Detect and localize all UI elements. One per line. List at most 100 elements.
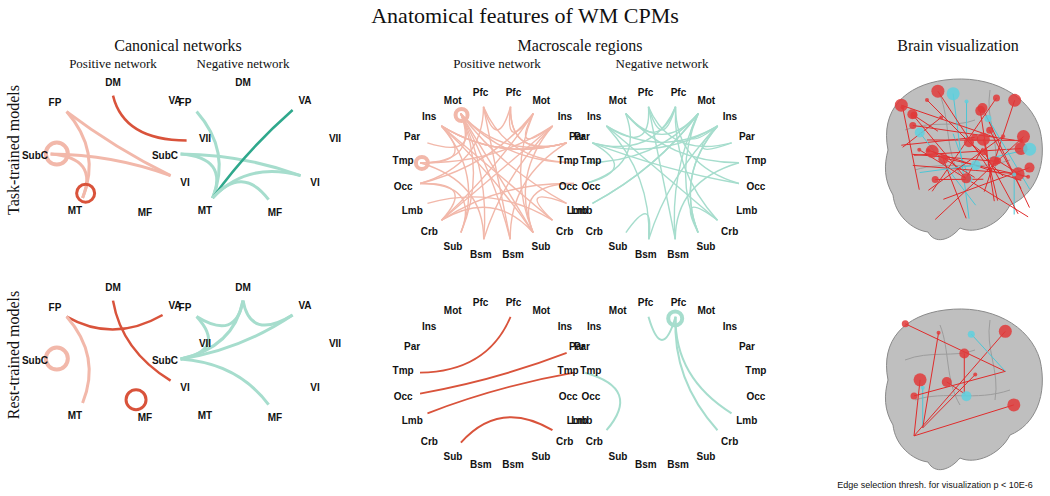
panel-heading: Negative network <box>197 56 290 72</box>
brain-node <box>1017 130 1030 143</box>
brain-node <box>984 115 991 122</box>
region-label: Ins <box>422 320 436 331</box>
chord-arc <box>181 359 269 405</box>
brain-edge <box>914 371 1005 396</box>
column-heading: Macroscale regions <box>518 37 643 55</box>
brain-node <box>931 85 944 98</box>
network-label: MT <box>68 205 82 216</box>
network-label: VI <box>310 177 319 188</box>
chord-arc <box>626 114 739 163</box>
region-label: Sub <box>532 240 551 251</box>
region-label: Bsm <box>470 248 492 259</box>
brain-node <box>961 173 971 183</box>
region-label: Ins <box>723 110 737 121</box>
self-loop <box>77 184 95 202</box>
network-label: SubC <box>152 150 178 161</box>
network-label: VII <box>329 338 341 349</box>
brain-node <box>907 109 917 119</box>
brain-node <box>917 148 921 152</box>
chord-arc <box>592 114 698 204</box>
brain-node <box>909 122 916 129</box>
region-label: Lmb <box>567 204 588 215</box>
brain-edge <box>932 98 996 191</box>
chord-arc <box>51 154 87 198</box>
region-label: Bsm <box>667 458 689 469</box>
region-label: Ins <box>723 320 737 331</box>
chord-arc <box>67 112 171 176</box>
region-label: Crb <box>721 225 738 236</box>
brain-node <box>993 94 1000 101</box>
brain-edge <box>914 331 1005 436</box>
brain-node <box>910 112 917 119</box>
chord-arc <box>213 171 301 198</box>
region-label: Bsm <box>635 458 657 469</box>
region-label: Ins <box>558 320 572 331</box>
chord-arc <box>675 317 717 430</box>
region-label: Ins <box>422 110 436 121</box>
region-label: Mot <box>532 95 550 106</box>
network-label: VII <box>199 338 211 349</box>
column-heading: Brain visualization <box>897 37 1018 55</box>
chord-arc <box>676 317 732 414</box>
chord-arc <box>606 126 649 239</box>
brain-edge <box>920 133 976 206</box>
brain-edge <box>903 117 942 147</box>
region-label: Bsm <box>502 458 524 469</box>
brain-node <box>932 176 939 183</box>
region-label: Mot <box>609 95 627 106</box>
chord-arc <box>675 107 717 220</box>
self-loop <box>668 311 682 325</box>
network-label: DM <box>105 282 121 293</box>
chord-arc <box>483 107 510 239</box>
network-label: FP <box>179 97 192 108</box>
network-label: VI <box>310 382 319 393</box>
brain-node <box>937 331 941 335</box>
chord-arc <box>420 163 484 240</box>
network-label: DM <box>105 77 121 88</box>
chord-arc <box>690 126 717 233</box>
brain-node <box>999 325 1012 338</box>
region-label: Occ <box>559 180 578 191</box>
chord-arc <box>690 114 717 139</box>
chord-arc <box>606 107 648 138</box>
brain-edge <box>905 324 1005 372</box>
chord-arc <box>675 163 739 240</box>
region-label: Par <box>569 341 585 352</box>
region-label: Crb <box>556 435 573 446</box>
region-label: Occ <box>394 180 413 191</box>
brain-node <box>1026 175 1030 179</box>
self-loop <box>46 348 68 370</box>
region-label: Crb <box>586 435 603 446</box>
brain-node <box>921 386 925 390</box>
panel-heading: Negative network <box>616 56 709 72</box>
network-label: FP <box>179 302 192 313</box>
chord-arc <box>197 112 220 198</box>
brain-node <box>1012 172 1016 176</box>
region-label: Lmb <box>402 414 423 425</box>
column-heading: Canonical networks <box>114 37 242 55</box>
region-label: Par <box>404 341 420 352</box>
region-label: Mot <box>532 305 550 316</box>
chord-arc <box>420 353 567 394</box>
brain-node <box>961 391 971 401</box>
region-label: Occ <box>559 390 578 401</box>
brain-edge <box>988 119 1030 190</box>
chord-arc <box>648 107 731 147</box>
region-label: Ins <box>587 320 601 331</box>
brain-node <box>926 145 939 158</box>
brain-node <box>1025 163 1035 173</box>
chord-arc <box>461 114 511 240</box>
region-label: Crb <box>721 435 738 446</box>
network-label: VI <box>180 382 189 393</box>
brain-edge <box>927 100 1003 176</box>
region-label: Sub <box>444 450 463 461</box>
region-label: Mot <box>444 95 462 106</box>
brain-node <box>973 373 977 377</box>
brain-node <box>901 105 905 109</box>
region-label: Mot <box>609 305 627 316</box>
brain-edge <box>938 91 990 170</box>
row-heading: Task-trained models <box>5 85 23 215</box>
chord-arc <box>113 301 171 381</box>
brain-node <box>938 154 948 164</box>
region-label: Crb <box>421 225 438 236</box>
